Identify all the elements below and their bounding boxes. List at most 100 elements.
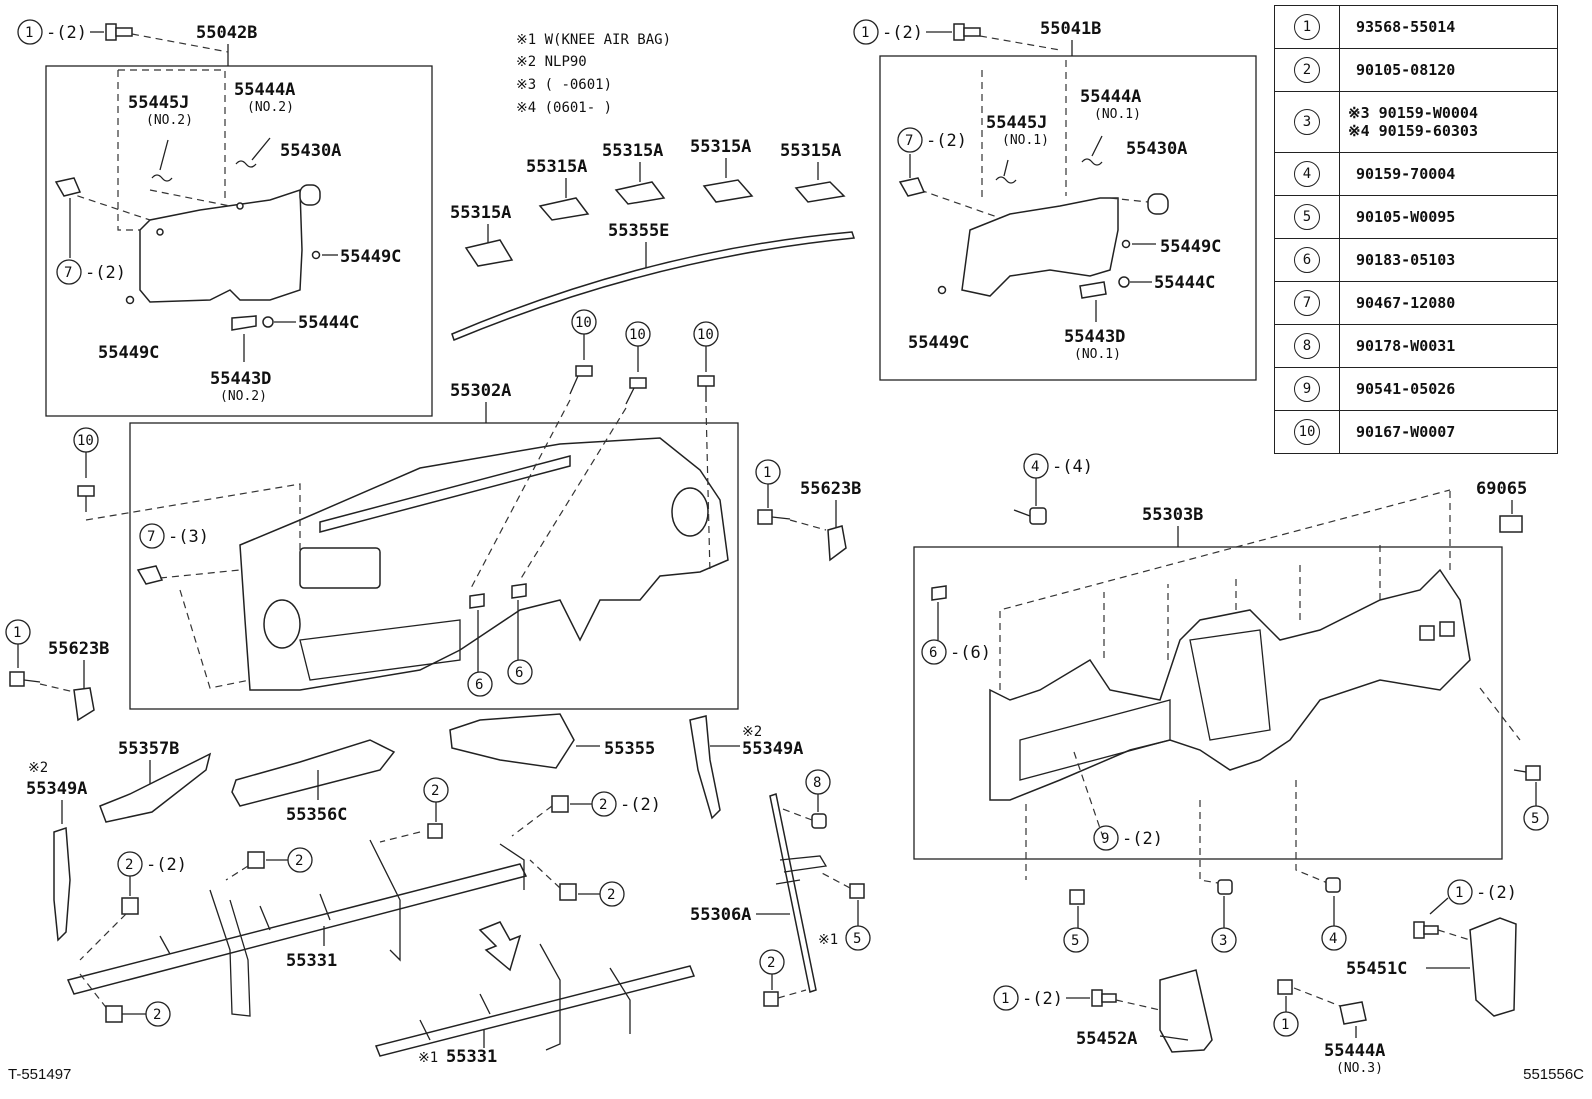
svg-text:7: 7 — [64, 265, 72, 281]
callout-10-d: 10 — [73, 427, 99, 453]
callout-2-brace: 2 — [759, 949, 785, 975]
svg-text:55349A: 55349A — [742, 739, 803, 759]
drawing-id-left: T-551497 — [8, 1066, 72, 1083]
bolt-icon — [1277, 979, 1293, 995]
table-row: 3 ※3 90159-W0004 ※4 90159-60303 — [1274, 91, 1558, 153]
callout-1-2-top-left: 1 -(2) — [17, 19, 229, 53]
svg-text:2: 2 — [125, 857, 133, 873]
part-reference-table: 1 93568-55014 2 90105-08120 3 ※3 90159-W… — [1274, 5, 1558, 454]
screw-icon — [569, 365, 593, 395]
bolt-icon — [105, 23, 133, 41]
group-ducts: 1 -(2) 55452A 1 -(2) 55451C 1 55444A (NO… — [993, 879, 1517, 1076]
callout-10-b: 10 — [625, 321, 651, 347]
svg-text:5: 5 — [1531, 811, 1539, 827]
latch-icon — [1079, 281, 1107, 299]
table-row: 9 90541-05026 — [1274, 367, 1558, 411]
spring-icon — [995, 159, 1017, 184]
svg-text:(NO.1): (NO.1) — [1094, 107, 1141, 122]
svg-text:-(2): -(2) — [926, 131, 967, 151]
svg-text:-(2): -(2) — [146, 855, 187, 875]
callout-number: 7 — [1294, 290, 1320, 316]
callout-10-c: 10 — [693, 321, 719, 347]
svg-text:55356C: 55356C — [286, 805, 347, 825]
callout-6-6: 6 -(6) — [921, 639, 991, 665]
nut-icon — [1217, 879, 1233, 895]
svg-text:※2 NLP90: ※2 NLP90 — [516, 54, 587, 70]
drawing-id-right: 551556C — [1523, 1066, 1584, 1083]
clip-icon — [511, 583, 527, 599]
svg-text:55315A: 55315A — [526, 157, 587, 177]
screw-icon — [105, 1005, 123, 1023]
screw-icon — [247, 851, 265, 869]
bracket-icon — [73, 687, 95, 722]
screw-icon — [763, 991, 779, 1007]
notes: ※1 W(KNEE AIR BAG) ※2 NLP90 ※3 ( -0601) … — [516, 32, 671, 116]
callout-number: 1 — [1294, 14, 1320, 40]
screw-icon — [697, 375, 715, 402]
svg-text:5: 5 — [853, 931, 861, 947]
group-55041B: 55041B 1 -(2) 55444A (NO.1) 55445J (NO.1… — [853, 19, 1257, 381]
callout-number: 6 — [1294, 247, 1320, 273]
svg-text:10: 10 — [697, 327, 714, 343]
part-number: ※3 90159-W0004 — [1348, 104, 1478, 122]
svg-text:55444A: 55444A — [1080, 87, 1141, 107]
screw-icon — [551, 795, 569, 813]
svg-text:7: 7 — [147, 529, 155, 545]
svg-text:※4 (0601- ): ※4 (0601- ) — [516, 100, 612, 116]
svg-text:6: 6 — [929, 645, 937, 661]
screw-icon — [427, 823, 443, 839]
callout-7-2-right: 7 -(2) — [897, 127, 967, 153]
svg-text:10: 10 — [575, 315, 592, 331]
svg-text:2: 2 — [607, 887, 615, 903]
group-55302A: 55302A 7 -(3) 6 6 10 10 10 10 — [73, 309, 739, 710]
molding-strip-icon — [451, 231, 856, 342]
callout-number: 3 — [1294, 109, 1320, 135]
svg-text:-(2): -(2) — [620, 795, 661, 815]
svg-text:55315A: 55315A — [690, 137, 751, 157]
clip-icon — [898, 177, 926, 197]
callout-3: 3 — [1211, 927, 1237, 953]
callout-9-2: 9 -(2) — [1093, 825, 1163, 851]
svg-text:(NO.2): (NO.2) — [146, 113, 193, 128]
svg-text:55302A: 55302A — [450, 381, 511, 401]
svg-text:1: 1 — [13, 625, 21, 641]
svg-text:6: 6 — [515, 665, 523, 681]
svg-text:10: 10 — [77, 433, 94, 449]
svg-text:55357B: 55357B — [118, 739, 179, 759]
part-number: ※4 90159-60303 — [1348, 122, 1478, 140]
svg-text:55355E: 55355E — [608, 221, 669, 241]
glove-box-door-icon — [139, 188, 303, 303]
table-row: 10 90167-W0007 — [1274, 410, 1558, 454]
callout-number: 4 — [1294, 161, 1320, 187]
vent-icon — [263, 599, 301, 649]
svg-text:55331: 55331 — [446, 1047, 497, 1067]
svg-text:55444A: 55444A — [1324, 1041, 1385, 1061]
svg-text:55449C: 55449C — [1160, 237, 1221, 257]
svg-text:※1: ※1 — [818, 932, 838, 948]
svg-text:2: 2 — [767, 955, 775, 971]
callout-7-3: 7 -(3) — [139, 523, 209, 549]
svg-text:4: 4 — [1329, 931, 1337, 947]
svg-text:(NO.3): (NO.3) — [1336, 1061, 1383, 1076]
bolt-icon — [1091, 989, 1117, 1007]
cover-panel-icon — [99, 752, 212, 823]
duct-icon — [1469, 917, 1517, 1017]
connector-icon — [1499, 515, 1523, 533]
group-55355E: 55355E — [451, 221, 856, 342]
callout-6-a: 6 — [467, 671, 493, 697]
svg-text:55315A: 55315A — [780, 141, 841, 161]
svg-text:69065: 69065 — [1476, 479, 1527, 499]
svg-text:2: 2 — [153, 1007, 161, 1023]
callout-2-b: 2 — [599, 881, 625, 907]
stopper-icon — [1147, 193, 1169, 215]
svg-text:-(2): -(2) — [1476, 883, 1517, 903]
box-55042B — [45, 65, 433, 417]
vent-icon — [671, 487, 709, 537]
pad-icon — [538, 197, 590, 221]
svg-text:-(4): -(4) — [1052, 457, 1093, 477]
callout-4-4: 4 -(4) — [1023, 453, 1093, 479]
svg-text:-(2): -(2) — [1122, 829, 1163, 849]
screw-icon — [559, 883, 577, 901]
pad-icon — [794, 181, 846, 203]
clip-icon — [136, 565, 164, 585]
